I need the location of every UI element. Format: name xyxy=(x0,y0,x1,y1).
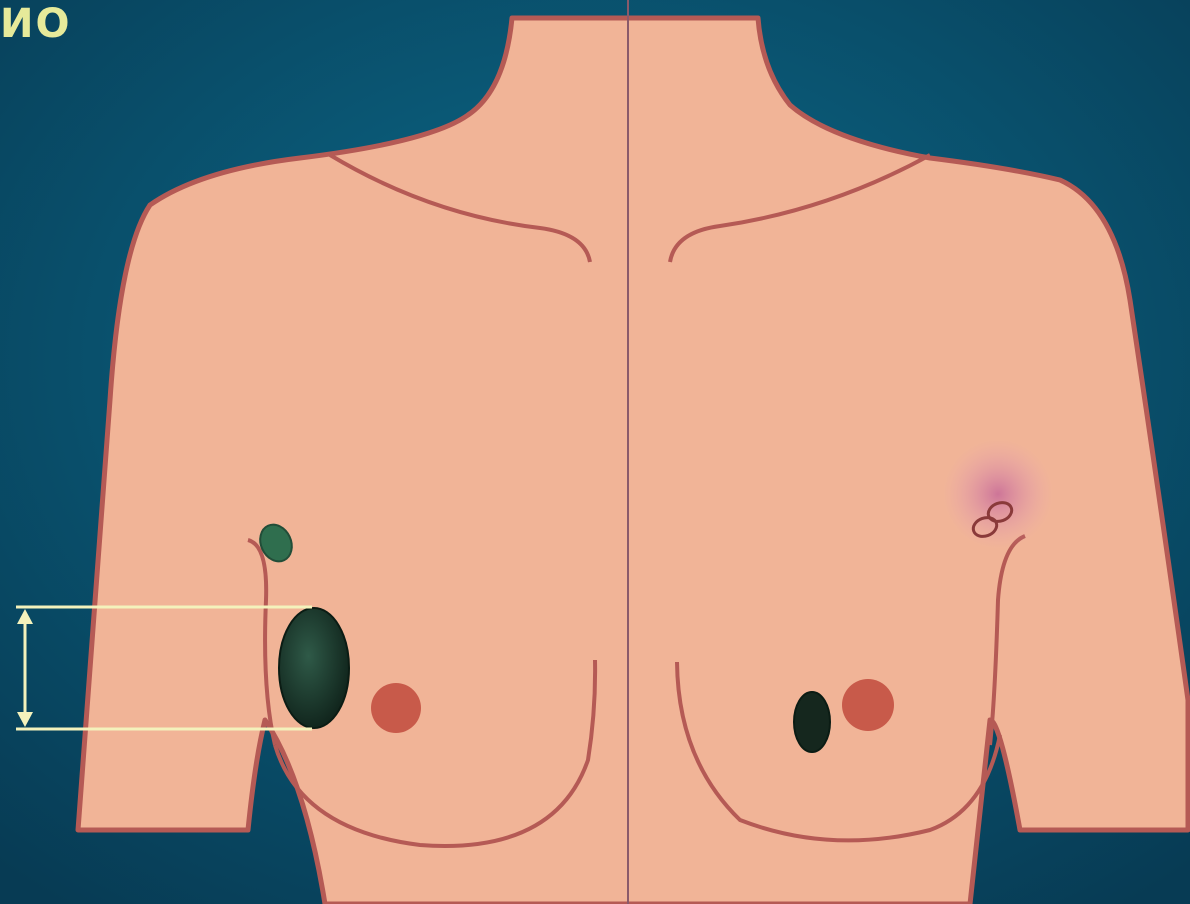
left-nipple xyxy=(371,683,421,733)
inflamed-area xyxy=(943,439,1053,549)
secondary-tumor xyxy=(794,692,830,752)
corner-label: ИО xyxy=(0,4,71,44)
primary-tumor xyxy=(279,608,349,728)
right-nipple xyxy=(842,679,894,731)
